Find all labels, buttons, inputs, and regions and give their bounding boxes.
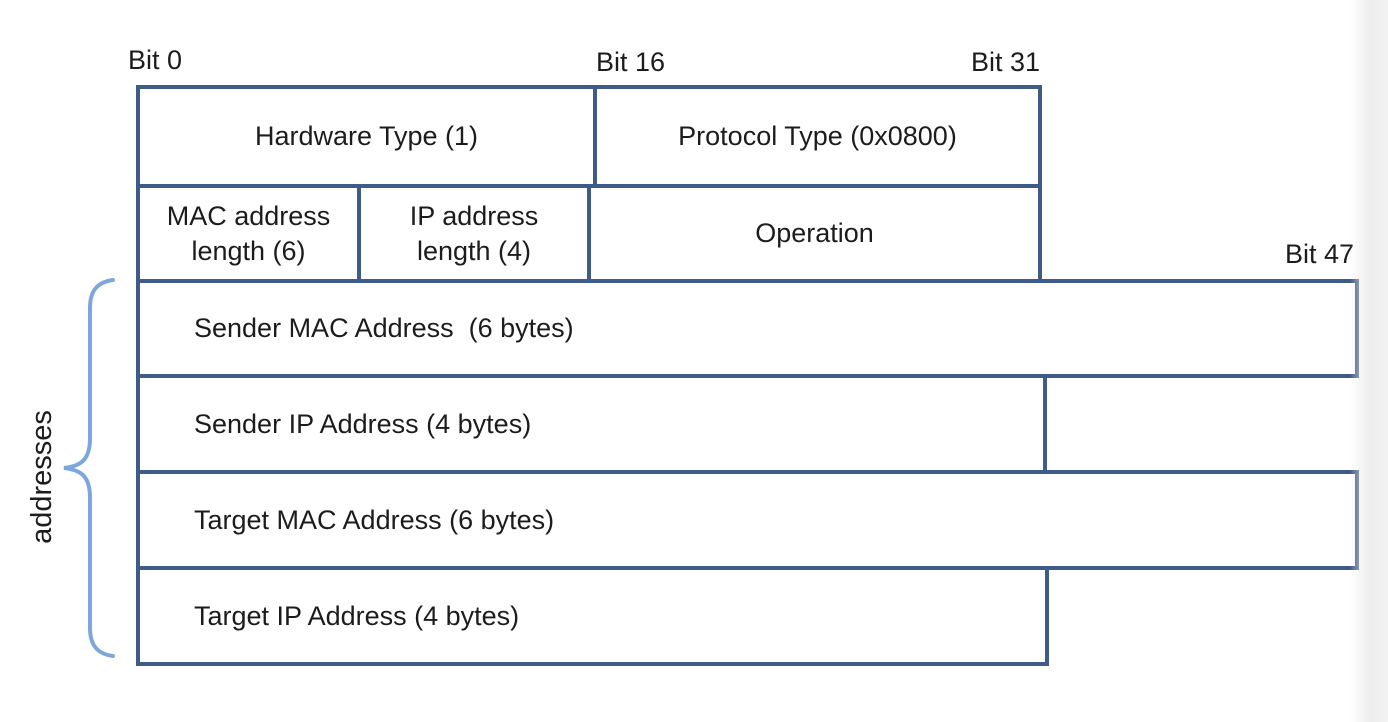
field-operation: Operation — [587, 184, 1042, 283]
bit-47-label: Bit 47 — [1284, 239, 1354, 269]
field-target-ip-address: Target IP Address (4 bytes) — [136, 566, 1049, 666]
field-sender-ip-address: Sender IP Address (4 bytes) — [136, 374, 1047, 474]
field-ip-address-length: IP address length (4) — [357, 184, 591, 283]
bit-16-label: Bit 16 — [596, 47, 666, 77]
bit-0-label: Bit 0 — [128, 45, 183, 75]
bit-31-label: Bit 31 — [970, 47, 1040, 77]
field-hardware-type: Hardware Type (1) — [136, 85, 597, 188]
field-protocol-type: Protocol Type (0x0800) — [593, 85, 1042, 188]
field-mac-address-length: MAC address length (6) — [136, 184, 361, 283]
addresses-group-label: addresses — [26, 410, 58, 544]
page-edge-shading — [1350, 0, 1388, 722]
field-sender-mac-address: Sender MAC Address (6 bytes) — [136, 279, 1359, 378]
curly-brace-icon — [63, 278, 115, 658]
field-target-mac-address: Target MAC Address (6 bytes) — [136, 470, 1359, 570]
